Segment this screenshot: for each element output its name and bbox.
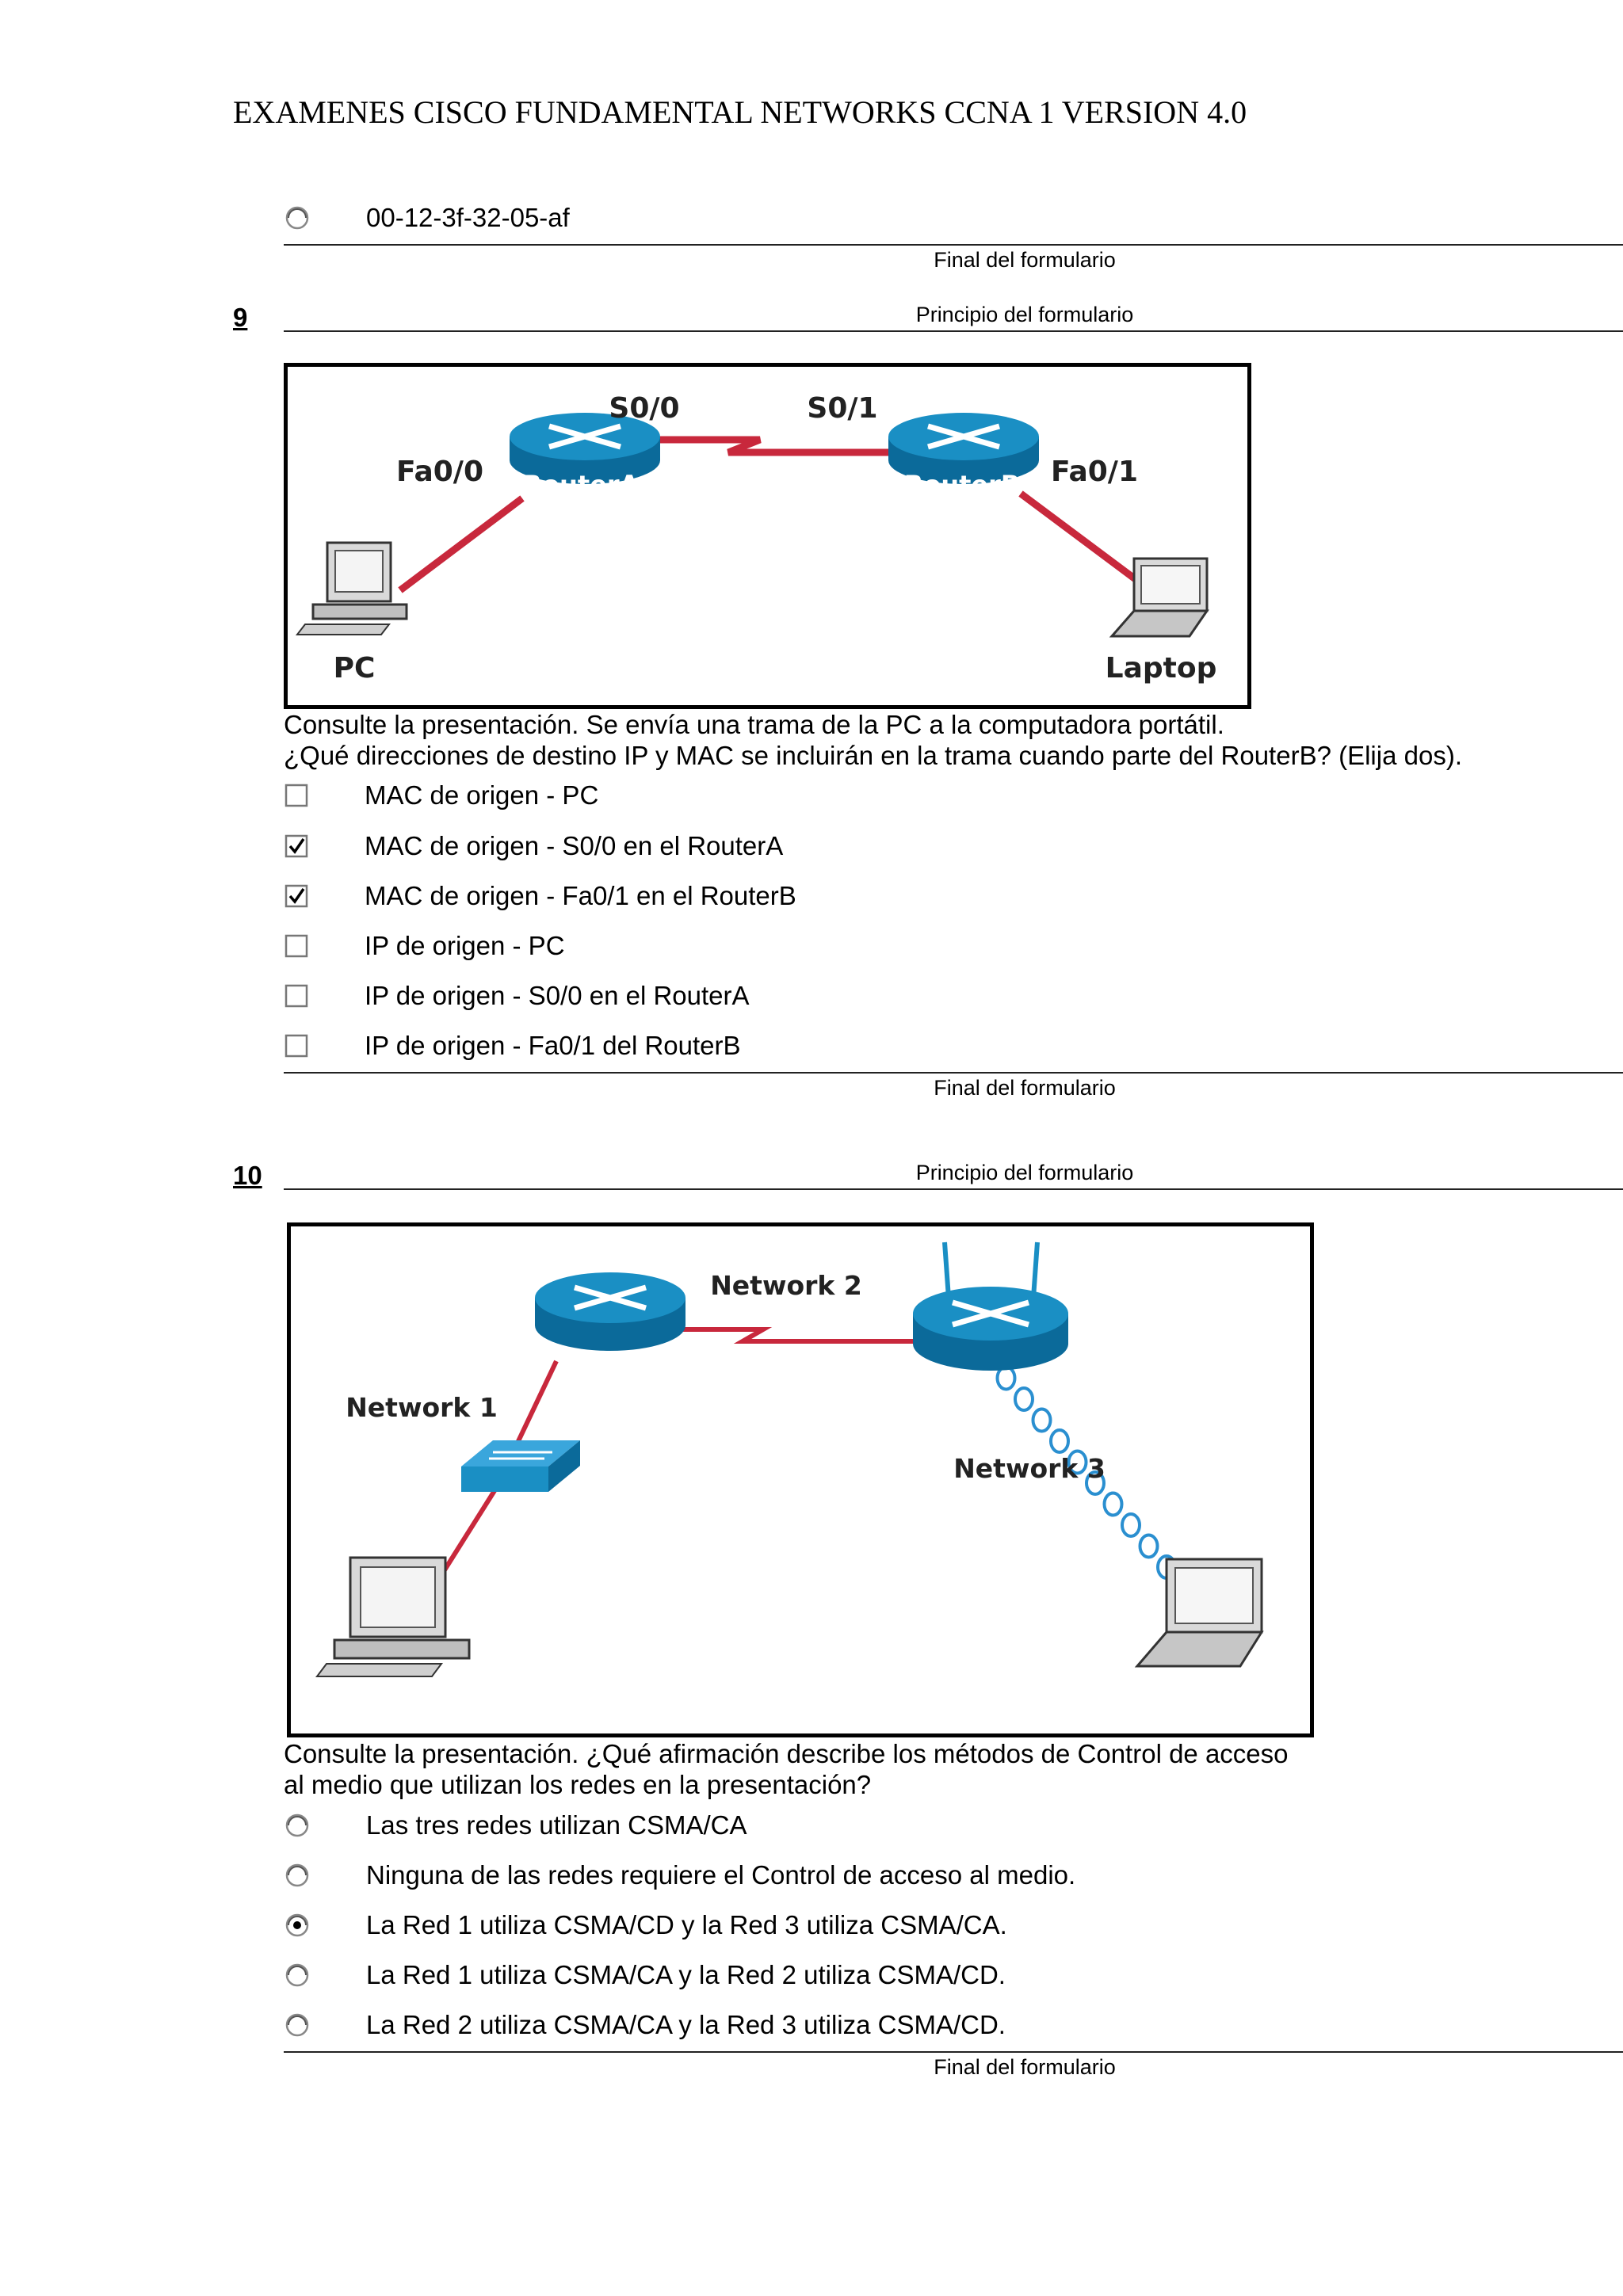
q10-option[interactable]: La Red 1 utiliza CSMA/CD y la Red 3 util… (284, 1908, 1007, 1943)
radio-icon[interactable] (284, 2012, 311, 2039)
label-s00: S0/0 (609, 392, 679, 425)
label-network3: Network 3 (953, 1453, 1106, 1484)
q9-option-label: MAC de origen - S0/0 en el RouterA (365, 831, 784, 860)
question-number-10: 10 (233, 1161, 262, 1190)
wireless-loop (1031, 1407, 1052, 1433)
q10-option[interactable]: La Red 2 utiliza CSMA/CA y la Red 3 util… (284, 2008, 1006, 2042)
form-end-label: Final del formulario (934, 1076, 1116, 1100)
q9-prompt-line2: ¿Qué direcciones de destino IP y MAC se … (284, 741, 1462, 770)
form-end-rule (284, 2051, 1623, 2053)
router-b-icon (888, 413, 1039, 484)
label-pc: PC (334, 652, 376, 685)
wireless-loop (1067, 1449, 1088, 1475)
q10-option[interactable]: La Red 1 utiliza CSMA/CA y la Red 2 util… (284, 1958, 1006, 1993)
laptop-icon (1134, 1558, 1264, 1668)
q9-option-label: IP de origen - Fa0/1 del RouterB (365, 1031, 741, 1060)
checkbox-icon[interactable] (284, 833, 309, 859)
q10-option-label: La Red 1 utiliza CSMA/CA y la Red 2 util… (366, 1960, 1006, 1989)
laptop-icon (1109, 557, 1209, 638)
document-title: EXAMENES CISCO FUNDAMENTAL NETWORKS CCNA… (233, 94, 1247, 130)
q9-option[interactable]: IP de origen - PC (284, 929, 565, 963)
label-fa01: Fa0/1 (1051, 456, 1138, 488)
cable-routerb-laptop (1018, 490, 1142, 585)
q10-option[interactable]: Ninguna de las redes requiere el Control… (284, 1858, 1075, 1893)
label-routera: RouterA (523, 470, 640, 500)
wireless-link (978, 1344, 1177, 1580)
radio-icon[interactable] (284, 1862, 311, 1889)
form-end-label: Final del formulario (934, 248, 1116, 272)
checkbox-icon[interactable] (284, 983, 309, 1009)
form-start-label: Principio del formulario (915, 303, 1134, 326)
cable-pc-routera (398, 495, 525, 593)
q10-option-label: La Red 1 utiliza CSMA/CD y la Red 3 util… (366, 1910, 1007, 1939)
question-number-9: 9 (233, 303, 248, 332)
cable-switch-pc (439, 1488, 498, 1577)
network-diagram-q10: Network 2 Network 1 Network 3 (287, 1222, 1314, 1737)
form-start-rule (284, 330, 1623, 332)
q10-prompt-line1: Consulte la presentación. ¿Qué afirmació… (284, 1739, 1289, 1768)
q9-option-label: MAC de origen - PC (365, 780, 599, 810)
q9-option-label: MAC de origen - Fa0/1 en el RouterB (365, 881, 796, 910)
form-start-label: Principio del formulario (915, 1161, 1134, 1184)
radio-icon[interactable] (284, 1912, 311, 1939)
checkbox-icon[interactable] (284, 1033, 309, 1058)
radio-icon[interactable] (284, 1962, 311, 1989)
wireless-router-icon (913, 1241, 1068, 1371)
q9-option-label: IP de origen - S0/0 en el RouterA (365, 981, 750, 1010)
q9-option[interactable]: IP de origen - Fa0/1 del RouterB (284, 1028, 741, 1063)
pc-icon (315, 1556, 471, 1677)
wireless-loop (1014, 1386, 1034, 1412)
wireless-loop (1121, 1512, 1141, 1538)
checkbox-icon[interactable] (284, 883, 309, 909)
form-end-rule (284, 244, 1623, 246)
q9-option[interactable]: MAC de origen - S0/0 en el RouterA (284, 829, 783, 864)
q9-option-label: IP de origen - PC (365, 931, 565, 960)
label-s01: S0/1 (807, 392, 877, 425)
prev-option-label: 00-12-3f-32-05-af (366, 203, 570, 232)
label-network1: Network 1 (346, 1392, 498, 1423)
serial-link (608, 1327, 917, 1344)
q10-option-label: Ninguna de las redes requiere el Control… (366, 1860, 1076, 1890)
form-start-rule (284, 1188, 1623, 1190)
wireless-loop (1138, 1533, 1159, 1559)
q9-option[interactable]: IP de origen - S0/0 en el RouterA (284, 978, 750, 1013)
label-network2: Network 2 (710, 1270, 862, 1301)
pc-icon (295, 541, 408, 635)
form-end-rule (284, 1072, 1623, 1074)
q10-prompt-line2: al medio que utilizan los redes en la pr… (284, 1770, 872, 1799)
serial-link (597, 436, 895, 456)
label-laptop: Laptop (1106, 652, 1217, 685)
router-icon (535, 1272, 685, 1351)
label-routerb: RouterB (904, 470, 1021, 500)
form-end-label: Final del formulario (934, 2055, 1116, 2079)
radio-icon[interactable] (284, 1812, 311, 1839)
switch-icon (461, 1440, 580, 1492)
wireless-loop (1085, 1470, 1106, 1496)
q9-prompt-line1: Consulte la presentación. Se envía una t… (284, 710, 1224, 739)
q9-option[interactable]: MAC de origen - PC (284, 778, 598, 813)
checkbox-icon[interactable] (284, 933, 309, 959)
label-fa00: Fa0/0 (396, 456, 483, 488)
q10-option-label: Las tres redes utilizan CSMA/CA (366, 1810, 747, 1840)
wireless-loop (1049, 1428, 1070, 1454)
prev-option[interactable]: 00-12-3f-32-05-af (284, 200, 570, 235)
network-diagram-q9: S0/0 S0/1 Fa0/0 Fa0/1 RouterA RouterB PC… (284, 363, 1251, 709)
radio-icon[interactable] (284, 204, 311, 231)
router-a-icon (510, 413, 660, 484)
wireless-loop (1102, 1491, 1124, 1517)
q10-option[interactable]: Las tres redes utilizan CSMA/CA (284, 1808, 747, 1843)
q9-option[interactable]: MAC de origen - Fa0/1 en el RouterB (284, 879, 796, 913)
checkbox-icon[interactable] (284, 783, 309, 808)
q10-option-label: La Red 2 utiliza CSMA/CA y la Red 3 util… (366, 2010, 1006, 2039)
